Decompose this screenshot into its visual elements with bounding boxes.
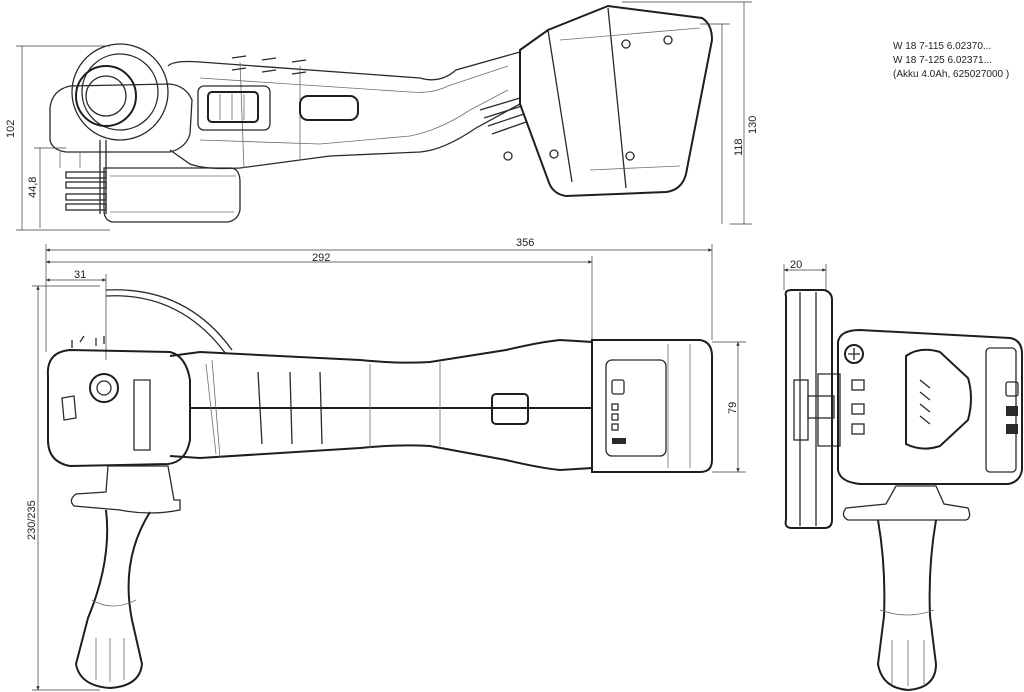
top-battery: [591, 339, 713, 473]
model-info-line-3: (Akku 4.0Ah, 625027000 ): [893, 69, 1010, 80]
top-dimensions: [32, 244, 746, 691]
dim-width-battery: 79: [727, 402, 739, 414]
front-dimensions: [783, 264, 827, 290]
side-switch: [197, 85, 271, 131]
dim-length-total: 356: [516, 237, 534, 249]
dim-height-body: 118: [733, 138, 745, 156]
top-spindle-lock: [89, 373, 119, 403]
front-flange: [793, 379, 809, 441]
front-handle-grip: [876, 519, 938, 692]
dim-height-spindle: 44,8: [27, 177, 39, 198]
front-side-handle: [842, 485, 971, 521]
side-motor-housing: [167, 51, 521, 170]
side-dimensions: [16, 1, 752, 231]
side-spindle-knob: [75, 65, 137, 127]
dim-height-left: 102: [5, 120, 17, 138]
front-guard: [784, 289, 833, 529]
side-handle-slot: [299, 95, 359, 121]
side-battery: [519, 4, 714, 198]
dim-height-total: 130: [747, 116, 759, 134]
top-switch: [491, 393, 529, 425]
dim-offset-front: 31: [74, 269, 86, 281]
dim-guard-depth: 20: [790, 259, 802, 271]
top-gear-head: [46, 348, 191, 468]
side-view: [16, 1, 752, 231]
front-screw: [844, 344, 864, 364]
model-info-block: W 18 7-115 6.02370... W 18 7-125 6.02371…: [893, 40, 1009, 82]
top-guard: [105, 289, 233, 355]
top-side-handle: [70, 465, 181, 514]
front-body: [837, 328, 1023, 485]
front-motor-fan: [905, 348, 972, 450]
model-info-line-1: W 18 7-115 6.02370...: [893, 41, 992, 52]
side-gear-head: [49, 83, 193, 153]
dim-length-body: 292: [312, 252, 330, 264]
top-view: [32, 244, 746, 691]
front-view: [783, 264, 1023, 692]
top-battery-gauge: [611, 379, 625, 395]
side-spindle-knob-outer: [71, 43, 169, 141]
top-handle-grip: [74, 509, 151, 690]
dim-width-handle: 230/235: [26, 500, 38, 540]
side-guard: [103, 167, 241, 223]
model-info-line-2: W 18 7-125 6.02371...: [893, 55, 992, 66]
